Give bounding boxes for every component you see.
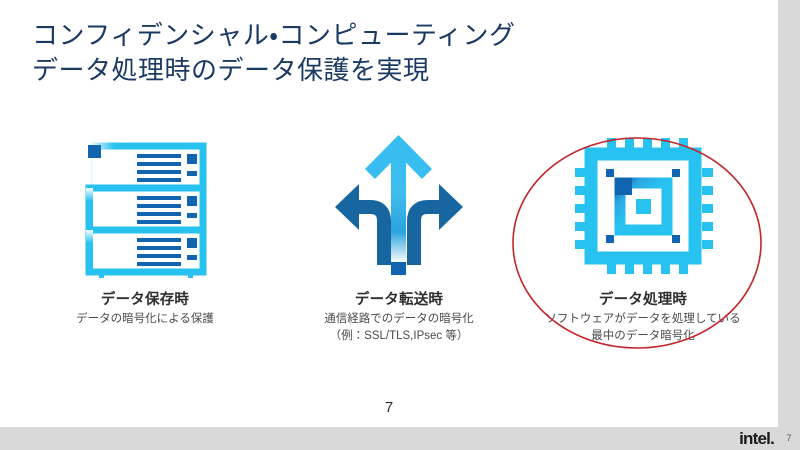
content-columns: データ保存時 データの暗号化による保護	[0, 128, 778, 368]
server-rack-icon-box	[75, 128, 215, 278]
caption-data-at-rest: データ保存時 データの暗号化による保護	[76, 288, 214, 328]
caption-heading: データ処理時	[598, 292, 688, 308]
footer-strip-page-number: 7	[786, 433, 792, 443]
footer-bar: intel. 7	[0, 427, 800, 450]
cpu-chip-icon-box	[573, 128, 713, 278]
server-rack-icon	[85, 142, 207, 278]
caption-heading: データ転送時	[354, 292, 444, 308]
right-edge-strip: 7	[778, 0, 800, 450]
caption-subtitle: ソフトウェアがデータを処理している 最中のデータ暗号化	[545, 313, 741, 342]
slide-title: コンフィデンシャル・コンピューティング データ処理時のデータ保護を実現	[32, 20, 516, 85]
cpu-chip-icon	[575, 138, 713, 274]
column-data-at-rest: データ保存時 データの暗号化による保護	[0, 128, 290, 328]
caption-heading: データ保存時	[100, 292, 190, 308]
intel-logo: intel.	[739, 429, 775, 448]
page-number: 7	[384, 399, 394, 416]
caption-data-in-use: データ処理時 ソフトウェアがデータを処理している 最中のデータ暗号化	[545, 288, 740, 344]
caption-subtitle: データの暗号化による保護	[76, 313, 214, 325]
three-way-arrow-icon	[335, 135, 463, 275]
column-data-in-use: データ処理時 ソフトウェアがデータを処理している 最中のデータ暗号化	[508, 128, 778, 344]
caption-data-in-transit: データ転送時 通信経路でのデータの暗号化 （例：SSL/TLS,IPsec 等）	[324, 288, 474, 344]
caption-subtitle: 通信経路でのデータの暗号化 （例：SSL/TLS,IPsec 等）	[324, 313, 474, 342]
column-data-in-transit: データ転送時 通信経路でのデータの暗号化 （例：SSL/TLS,IPsec 等）	[290, 128, 508, 344]
three-way-arrow-icon-box	[329, 128, 469, 278]
